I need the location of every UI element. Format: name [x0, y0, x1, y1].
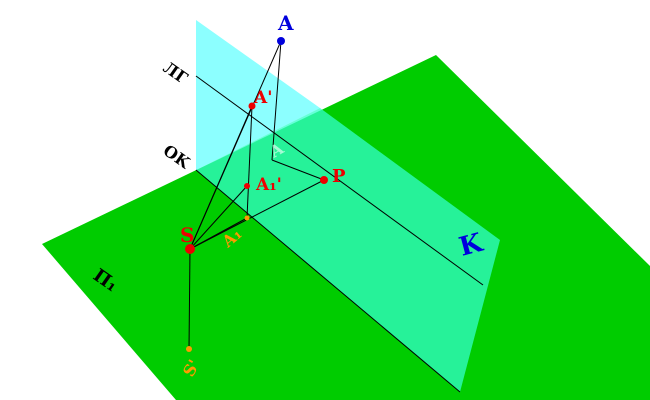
line-aprime-vertical — [246, 105, 253, 219]
ray-s-a1prime — [189, 185, 248, 250]
line-s-sprime — [188, 248, 191, 350]
ray-s-p — [189, 179, 325, 250]
point-a-prime — [248, 102, 256, 110]
label-a1-prime: A₁' — [255, 175, 282, 195]
line-a-a1 — [271, 40, 282, 161]
horizon-line — [195, 75, 484, 286]
line-a1-p — [271, 159, 325, 181]
picture-plane-lower — [196, 108, 500, 392]
label-horizon-line: ЛГ — [160, 58, 192, 88]
picture-plane-upper — [196, 20, 320, 170]
ray-s-aprime — [189, 105, 253, 250]
label-p: P — [332, 166, 346, 187]
ground-line — [195, 169, 461, 393]
label-s: S — [180, 223, 194, 247]
point-a — [277, 37, 285, 45]
label-ground-line: OK — [160, 141, 195, 173]
label-a: A — [277, 11, 294, 35]
point-s-prime — [186, 346, 192, 352]
point-a-ground — [244, 215, 250, 221]
point-a1-prime — [244, 183, 250, 189]
line-s-a-ground — [189, 217, 248, 250]
point-p — [320, 176, 328, 184]
point-s — [185, 244, 195, 254]
label-a-prime: A' — [253, 88, 272, 108]
